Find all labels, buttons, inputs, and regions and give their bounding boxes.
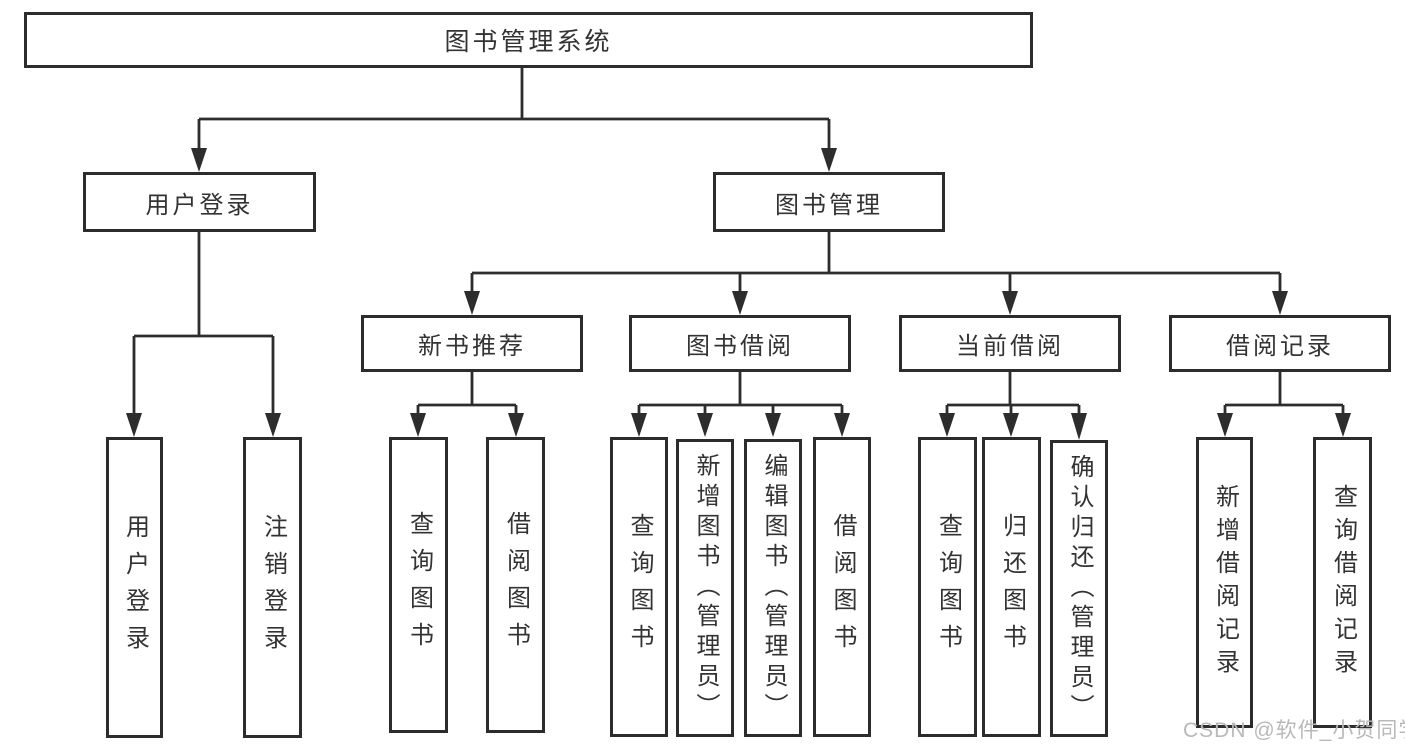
leaf-records-query-record: 查询借阅记录	[1313, 437, 1372, 728]
leaf-user-login: 用户登录	[106, 437, 163, 738]
node-book-management: 图书管理	[713, 172, 945, 232]
leaf-records-add-record-label: 新增借阅记录	[1211, 483, 1239, 682]
arrowhead	[765, 413, 781, 437]
leaf-borrow-add-books-admin-label: 新增图书（管理员）	[692, 453, 719, 723]
node-borrowing-records: 借阅记录	[1169, 315, 1391, 372]
arrowhead	[697, 413, 713, 437]
leaf-logout-login: 注销登录	[243, 437, 302, 738]
arrowhead	[126, 413, 142, 437]
arrowhead	[1272, 291, 1288, 315]
leaf-records-add-record: 新增借阅记录	[1196, 437, 1253, 728]
connector-current-borrow-to-leaves	[939, 372, 1087, 440]
arrowhead	[410, 413, 426, 437]
node-new-book-recommend-label: 新书推荐	[418, 333, 526, 360]
leaf-logout-login-label: 注销登录	[259, 513, 287, 662]
arrowhead	[508, 413, 524, 437]
arrowhead	[834, 413, 850, 437]
connector-book-mgmt-to-level3	[464, 232, 1288, 315]
node-book-borrowing-label: 图书借阅	[686, 333, 794, 360]
arrowhead	[939, 413, 955, 437]
connector-root-to-level2	[191, 68, 837, 172]
node-book-management-label: 图书管理	[775, 191, 883, 219]
node-user-login: 用户登录	[83, 172, 316, 232]
leaf-records-query-record-label: 查询借阅记录	[1329, 483, 1357, 682]
node-user-login-label: 用户登录	[145, 191, 254, 219]
node-new-book-recommend: 新书推荐	[361, 315, 583, 372]
leaf-newbooks-query-books-label: 查询图书	[405, 511, 433, 659]
arrowhead	[191, 148, 207, 172]
node-root-label: 图书管理系统	[444, 28, 613, 56]
connector-borrow-records-to-leaves	[1217, 372, 1351, 437]
node-current-borrowing: 当前借阅	[899, 315, 1121, 372]
leaf-current-query-books-label: 查询图书	[934, 513, 962, 661]
arrowhead	[1071, 413, 1087, 440]
leaf-user-login-label: 用户登录	[121, 513, 149, 662]
arrowhead	[821, 148, 837, 172]
arrowhead	[732, 291, 748, 315]
leaf-borrow-edit-books-admin: 编辑图书（管理员）	[744, 439, 802, 737]
arrowhead	[464, 291, 480, 315]
arrowhead	[1217, 413, 1233, 437]
csdn-watermark: CSDN @软件_小贺同学	[1183, 719, 1405, 742]
node-book-borrowing: 图书借阅	[629, 315, 851, 372]
leaf-borrow-edit-books-admin-label: 编辑图书（管理员）	[760, 453, 787, 723]
arrowhead	[631, 413, 647, 437]
leaf-current-return-books: 归还图书	[982, 437, 1041, 737]
leaf-newbooks-borrow-books-label: 借阅图书	[502, 511, 530, 659]
leaf-borrow-add-books-admin: 新增图书（管理员）	[676, 439, 734, 737]
leaf-newbooks-borrow-books: 借阅图书	[486, 437, 545, 733]
leaf-borrow-query-books-label: 查询图书	[626, 513, 653, 661]
leaf-borrow-borrow-books: 借阅图书	[813, 437, 871, 737]
connector-user-login-to-leaves	[126, 232, 281, 437]
node-current-borrowing-label: 当前借阅	[956, 333, 1064, 360]
leaf-current-return-books-label: 归还图书	[998, 513, 1026, 661]
node-root-system: 图书管理系统	[24, 12, 1033, 68]
node-borrowing-records-label: 借阅记录	[1226, 333, 1334, 360]
arrowhead	[265, 413, 281, 437]
arrowhead	[1003, 413, 1019, 437]
arrowhead	[1002, 291, 1018, 315]
connector-book-borrow-to-leaves	[631, 372, 850, 437]
connector-new-books-to-leaves	[410, 372, 524, 437]
leaf-current-confirm-return-admin-label: 确认归还（管理员）	[1066, 453, 1093, 724]
arrowhead	[1335, 413, 1351, 437]
leaf-current-query-books: 查询图书	[918, 437, 977, 737]
leaf-newbooks-query-books: 查询图书	[389, 437, 448, 733]
leaf-current-confirm-return-admin: 确认归还（管理员）	[1050, 440, 1108, 737]
leaf-borrow-borrow-books-label: 借阅图书	[829, 513, 856, 661]
leaf-borrow-query-books: 查询图书	[610, 437, 668, 737]
